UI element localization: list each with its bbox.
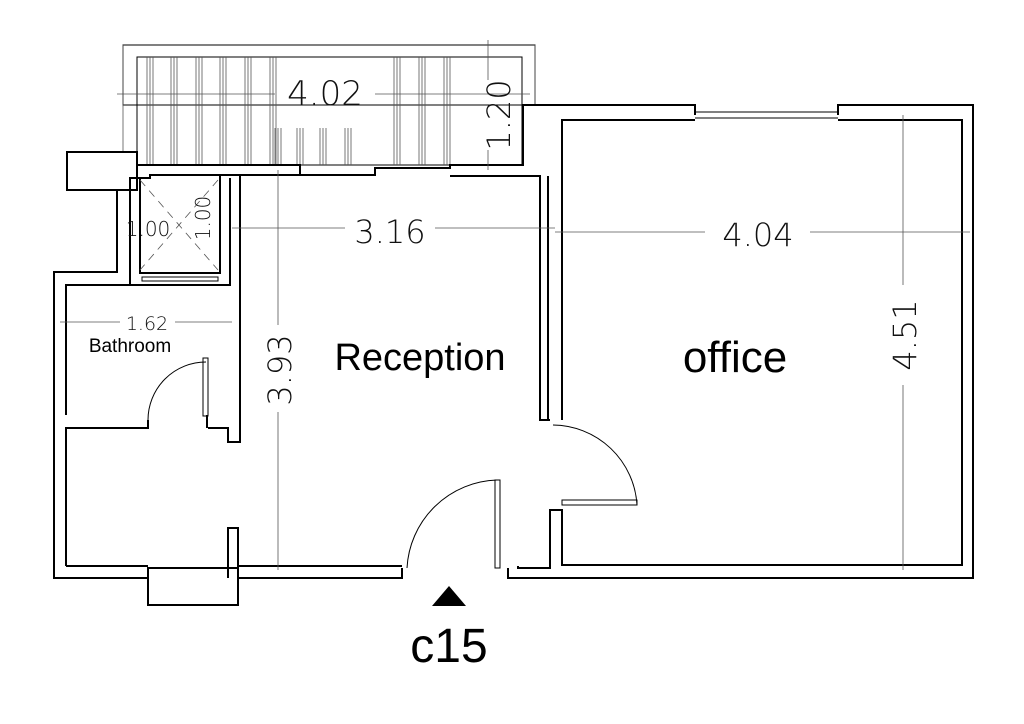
dim-office-width: 4.04: [722, 216, 793, 254]
room-label-bathroom: Bathroom: [89, 336, 171, 357]
staircase: [122, 44, 536, 166]
dim-bathroom-width: 1.62: [126, 313, 168, 335]
doors: [147, 357, 638, 569]
entrance-arrow-icon: [432, 586, 466, 606]
unit-label: c15: [410, 620, 487, 673]
room-label-office: office: [683, 333, 787, 382]
room-label-reception: Reception: [334, 337, 505, 379]
dim-shower-depth: 1.00: [191, 196, 215, 241]
entrance-step: [147, 567, 239, 606]
chimney-box: [66, 151, 138, 191]
dim-shower-width: 1.00: [126, 217, 171, 241]
walls: [53, 104, 974, 579]
dim-stair-depth: 1.20: [480, 79, 518, 150]
dim-reception-depth: 3.93: [261, 334, 299, 405]
shower: [139, 179, 219, 282]
dimension-lines: [60, 40, 970, 570]
dim-reception-width: 3.16: [354, 213, 425, 251]
dim-stair-width: 4.02: [287, 74, 363, 114]
dim-office-depth: 4.51: [886, 299, 924, 370]
